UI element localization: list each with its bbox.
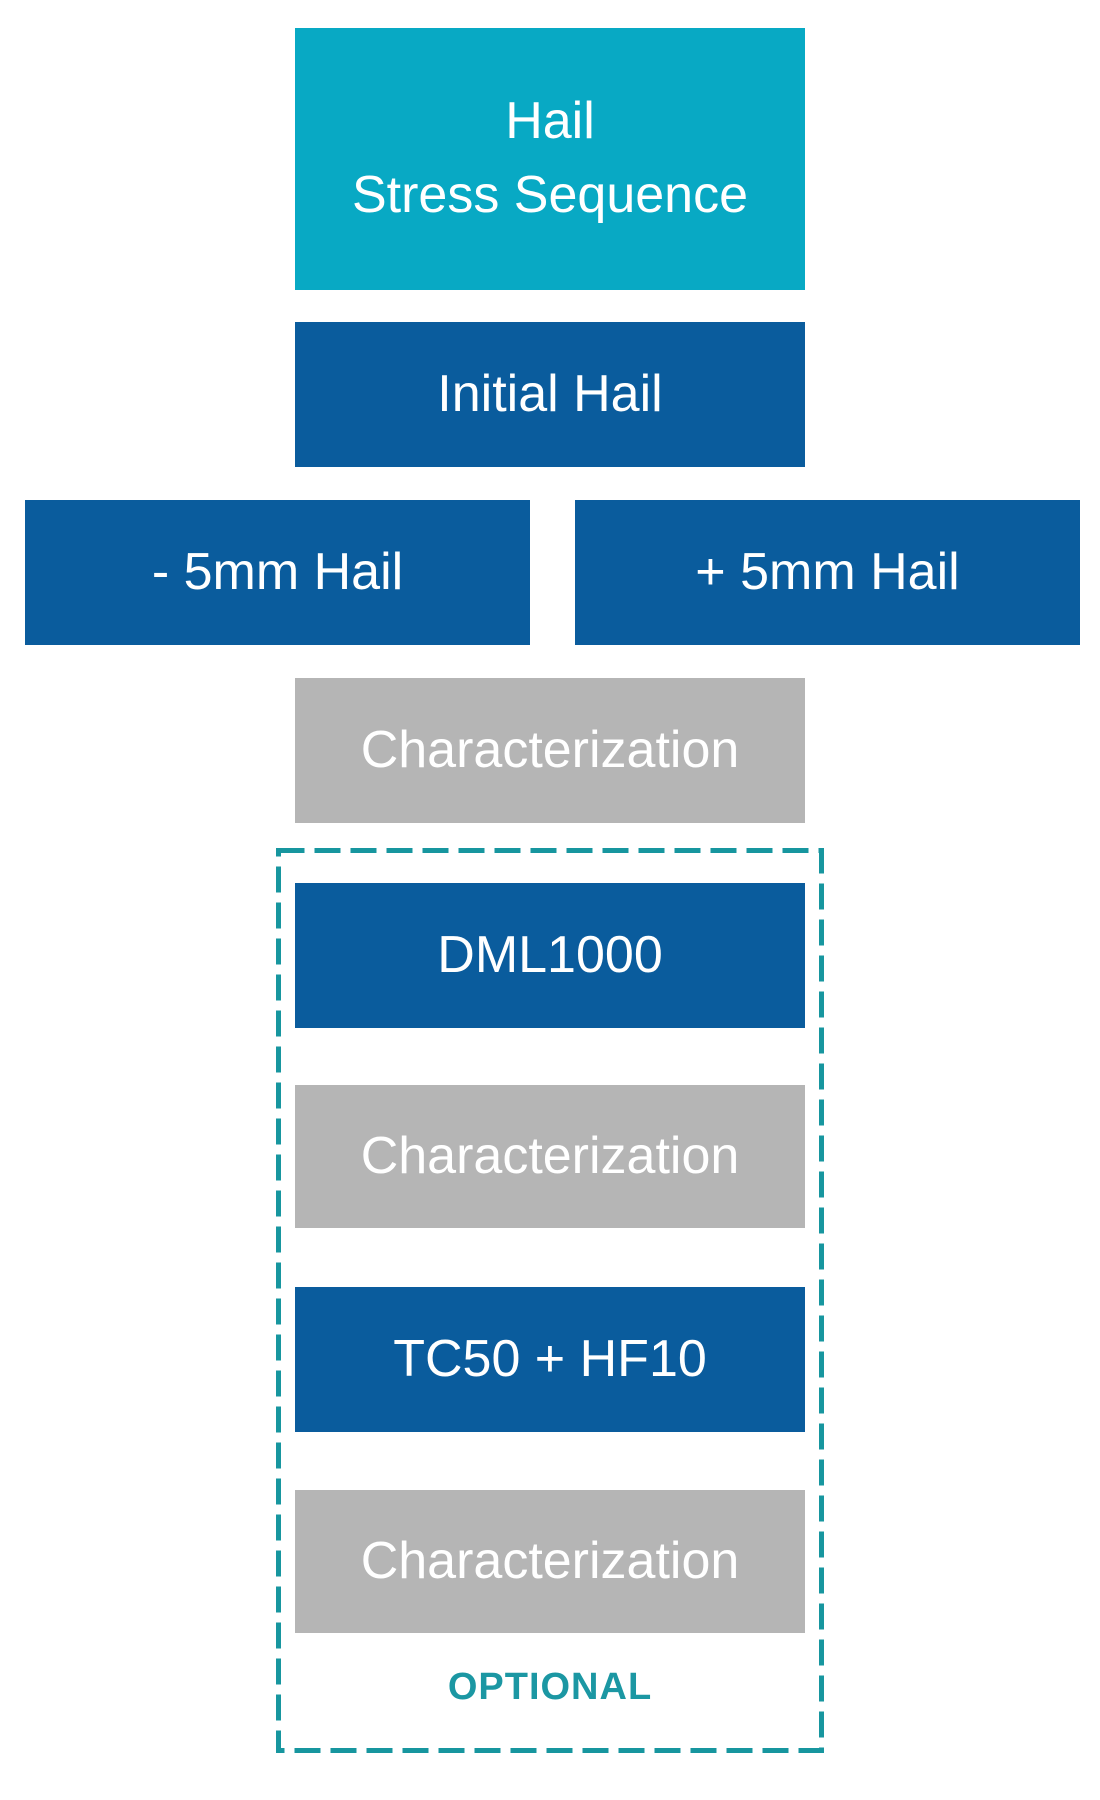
- optional-label: OPTIONAL: [447, 1666, 653, 1708]
- title-line-1: Hail: [505, 92, 595, 151]
- title-line-2: Stress Sequence: [351, 166, 749, 224]
- title-box: Hail Stress Sequence: [295, 28, 805, 290]
- node-label: Characterization: [360, 1531, 740, 1590]
- node-label: Characterization: [360, 1126, 740, 1185]
- node-label: - 5mm Hail: [151, 542, 404, 601]
- node-minus-5mm-hail: - 5mm Hail: [25, 500, 530, 645]
- node-label: Initial Hail: [437, 364, 663, 423]
- node-characterization-3: Characterization: [295, 1490, 805, 1633]
- node-label: TC50 + HF10: [393, 1329, 707, 1388]
- node-plus-5mm-hail: + 5mm Hail: [575, 500, 1080, 645]
- node-dml1000: DML1000: [295, 883, 805, 1028]
- node-tc50-hf10: TC50 + HF10: [295, 1287, 805, 1432]
- node-characterization-1: Characterization: [295, 678, 805, 823]
- optional-dashed-border: [276, 848, 824, 1753]
- node-initial-hail: Initial Hail: [295, 322, 805, 467]
- node-label: Characterization: [360, 720, 740, 779]
- optional-group: OPTIONAL: [276, 848, 824, 1753]
- node-characterization-2: Characterization: [295, 1085, 805, 1228]
- node-label: DML1000: [437, 925, 663, 984]
- node-label: + 5mm Hail: [695, 542, 960, 601]
